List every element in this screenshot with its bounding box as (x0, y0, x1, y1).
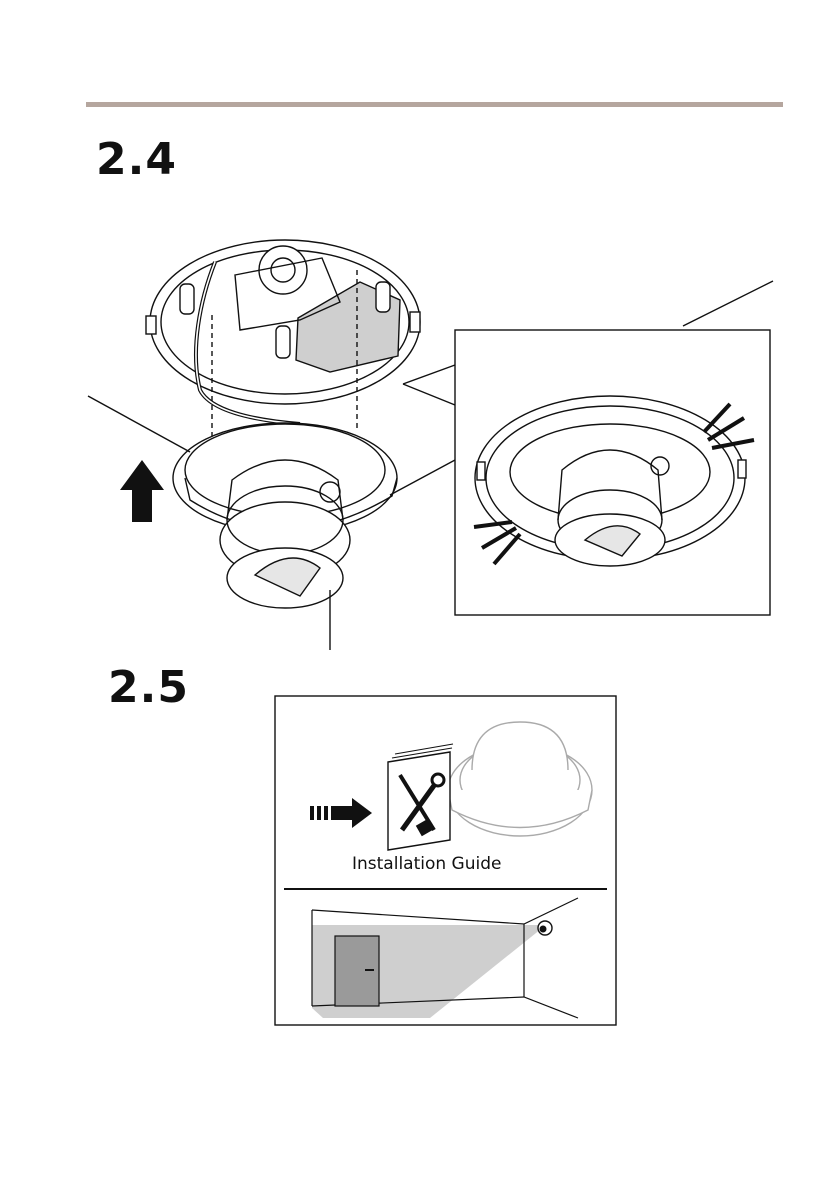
installation-guide-label: Installation Guide (352, 854, 501, 874)
installation-guide-panel: Installation Guide (275, 696, 616, 1025)
detail-callout (403, 330, 770, 615)
wall-camera-icon (538, 921, 552, 935)
up-arrow-icon (120, 460, 164, 522)
tools-icon (388, 744, 453, 850)
